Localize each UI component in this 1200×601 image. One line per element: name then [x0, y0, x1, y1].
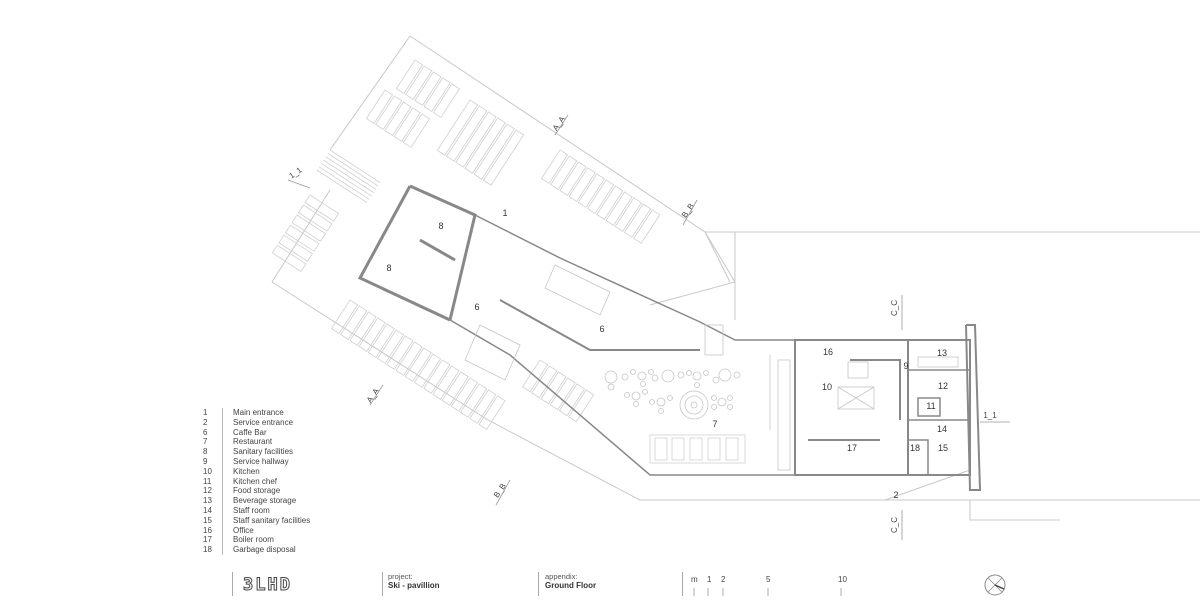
legend-item: 8 Sanitary facilities: [203, 447, 310, 457]
section-mark-label: 1_1: [288, 165, 305, 180]
legend-label: Restaurant: [233, 437, 273, 447]
room-number: 16: [823, 347, 833, 357]
legend-item: 14 Staff room: [203, 505, 310, 516]
appendix-label: appendix:: [545, 572, 578, 581]
legend-label: Staff room: [233, 505, 270, 515]
legend-number: 1: [203, 408, 208, 417]
legend-label: Staff sanitary facilities: [233, 515, 311, 525]
legend-item: 11 Kitchen chef: [203, 476, 310, 487]
room-legend: 1 Main entrance 2 Service entrance 6 Caffe Ba…: [203, 408, 311, 555]
scale-tick-5: 5: [766, 575, 771, 584]
room-number: 8: [386, 263, 391, 273]
legend-number: 7: [203, 437, 208, 447]
legend-number: 2: [203, 417, 208, 427]
appendix-info: appendix: Ground Floor: [545, 572, 596, 598]
lower-parking-stalls: [330, 299, 746, 464]
room-number: 10: [822, 382, 832, 392]
legend-label: Kitchen chef: [233, 476, 278, 486]
legend-item: 7 Restaurant: [203, 437, 310, 447]
room-number: 14: [937, 424, 947, 434]
room-number: 1: [502, 208, 507, 218]
appendix-value: Ground Floor: [545, 581, 597, 590]
legend-label: Sanitary facilities: [233, 447, 294, 457]
legend-item: 10 Kitchen: [203, 466, 310, 477]
legend-label: Office: [233, 525, 254, 535]
legend-number: 15: [203, 515, 212, 525]
section-mark-label: A_A: [551, 114, 567, 132]
legend-number: 17: [203, 535, 212, 545]
room-number: 8: [438, 221, 443, 231]
section-marks: A_AA_AB_BB_B1_11_1C_CC_C: [288, 114, 998, 533]
firm-logo: 3LHD: [243, 575, 292, 596]
room-number: 2: [893, 490, 898, 500]
legend-number: 10: [203, 466, 212, 476]
legend-number: 9: [203, 456, 208, 466]
titleblock-divider: [232, 572, 233, 596]
restaurant-tables: [604, 368, 741, 420]
legend-number: 6: [203, 427, 208, 437]
room-number: 9: [903, 361, 908, 371]
scale-tick-2: 2: [721, 575, 726, 584]
legend-label: Food storage: [233, 486, 281, 496]
legend-label: Service hallway: [233, 456, 289, 466]
project-value: Ski - pavillion: [388, 581, 440, 590]
scale-tick-1: 1: [707, 575, 712, 584]
legend-number: 16: [203, 525, 212, 535]
section-mark-label: B_B: [492, 482, 508, 500]
scale-tick-10: 10: [838, 575, 847, 584]
legend-item: 17 Boiler room: [203, 535, 310, 545]
room-number: 11: [926, 401, 935, 411]
room-number: 13: [937, 348, 947, 358]
legend-label: Main entrance: [233, 408, 284, 417]
legend-item: 16 Office: [203, 525, 310, 536]
scale-unit: m: [691, 575, 698, 584]
room-number: 17: [847, 443, 857, 453]
legend-label: Beverage storage: [233, 496, 297, 506]
room-number: 18: [910, 443, 920, 453]
legend-label: Garbage disposal: [233, 545, 296, 555]
room-number: 12: [938, 381, 948, 391]
room-number: 6: [474, 302, 479, 312]
legend-label: Service entrance: [233, 417, 294, 427]
room-number: 6: [599, 324, 604, 334]
building-walls: [357, 184, 982, 491]
titleblock-divider: [382, 572, 383, 596]
section-mark-label: 1_1: [983, 411, 997, 420]
legend-number: 18: [203, 545, 212, 555]
legend-item: 15 Staff sanitary facilities: [203, 515, 311, 526]
section-mark-label: A_A: [365, 386, 381, 404]
section-mark-label: C_C: [890, 300, 899, 316]
upper-parking-stalls: [271, 59, 661, 272]
project-label: project:: [388, 572, 413, 581]
legend-item: 12 Food storage: [203, 486, 310, 496]
titleblock-divider: [538, 572, 539, 596]
legend-item: 6 Caffe Bar: [203, 427, 310, 438]
legend-item: 9 Service hallway: [203, 456, 310, 467]
titleblock-divider: [682, 572, 683, 596]
room-number: 7: [712, 419, 717, 429]
legend-item: 2 Service entrance: [203, 417, 310, 428]
project-info: project: Ski - pavillion: [388, 572, 440, 598]
legend-item: 13 Beverage storage: [203, 496, 310, 506]
north-arrow-icon: [984, 574, 1006, 596]
legend-label: Boiler room: [233, 535, 274, 545]
legend-number: 11: [203, 476, 212, 486]
legend-number: 14: [203, 505, 212, 515]
legend-item: 1 Main entrance: [203, 408, 310, 418]
legend-number: 8: [203, 447, 208, 457]
legend-label: Caffe Bar: [233, 427, 267, 437]
section-mark-label: C_C: [890, 517, 899, 533]
room-number: 15: [938, 443, 948, 453]
legend-number: 12: [203, 486, 212, 496]
legend-number: 13: [203, 496, 212, 506]
legend-label: Kitchen: [233, 466, 260, 476]
legend-item: 18 Garbage disposal: [203, 545, 310, 555]
